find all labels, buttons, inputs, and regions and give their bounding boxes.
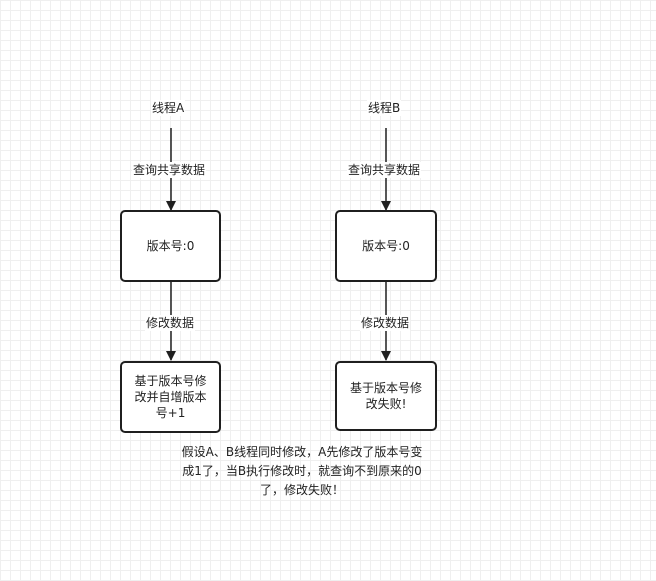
thread-a-version-text: 版本号:0 [146, 239, 195, 253]
thread-a-query-label: 查询共享数据 [132, 162, 207, 178]
thread-b-modify-label: 修改数据 [360, 315, 411, 331]
thread-b-result-text: 基于版本号修改失败! [349, 381, 422, 411]
thread-b-query-label: 查询共享数据 [347, 162, 422, 178]
thread-a-version-box: 版本号:0 [120, 210, 221, 282]
thread-b-result-box: 基于版本号修改失败! [335, 361, 437, 431]
thread-b-version-text: 版本号:0 [362, 239, 410, 253]
thread-a-result-text: 基于版本号修改并自增版本号+1 [134, 374, 207, 420]
thread-a-result-box: 基于版本号修改并自增版本号+1 [120, 361, 221, 433]
explanation-note: 假设A、B线程同时修改，A先修改了版本号变成1了，当B执行修改时，就查询不到原来… [181, 445, 423, 497]
thread-b-title: 线程B [367, 100, 402, 116]
thread-b-version-box: 版本号:0 [335, 210, 437, 282]
thread-a-modify-label: 修改数据 [145, 315, 196, 331]
thread-a-title: 线程A [151, 100, 186, 116]
